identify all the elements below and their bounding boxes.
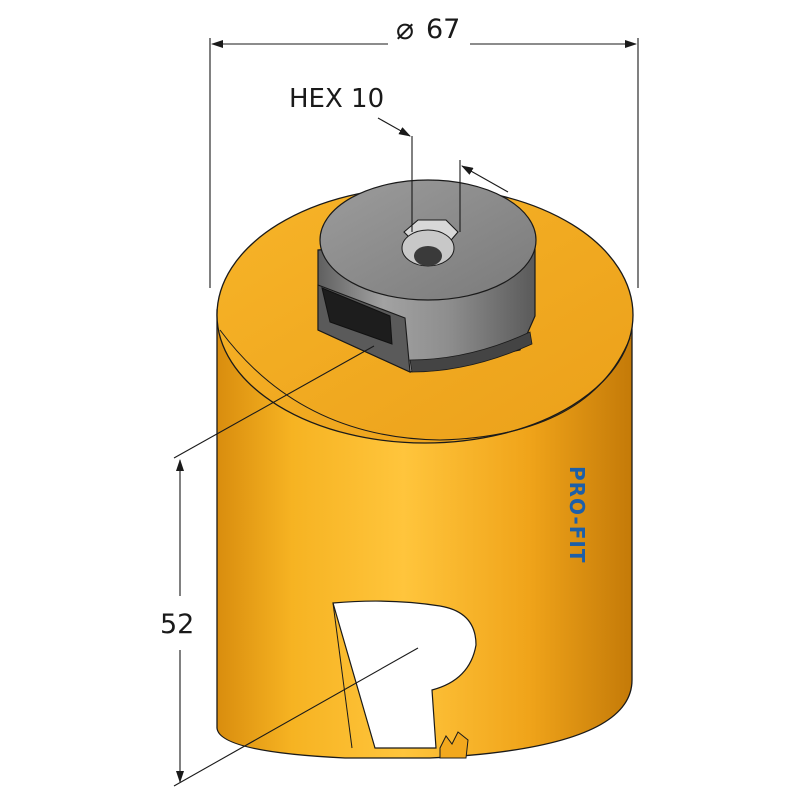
height-ext-bottom [173,647,419,787]
hex-leader-right [461,165,509,193]
slot-cutout [332,600,477,749]
brand-logo-text: PRO-FIT [565,466,589,563]
arbor-ring [409,331,533,373]
hex-label: HEX 10 [289,84,384,114]
diameter-symbol: ⌀ [396,12,414,47]
height-value: 52 [160,609,194,640]
socket-inner [414,246,442,266]
top-rim-line [219,329,631,441]
slot-tooth [439,731,469,759]
arbor-wedge [321,287,393,345]
dimension-lines [173,38,639,787]
brand-logo: PRO-FIT [565,466,589,563]
arbor [317,179,537,373]
hex-leader-left [377,117,411,137]
slot-edge [332,602,353,749]
diameter-value: 67 [426,14,460,45]
height-ext-top [173,345,375,459]
